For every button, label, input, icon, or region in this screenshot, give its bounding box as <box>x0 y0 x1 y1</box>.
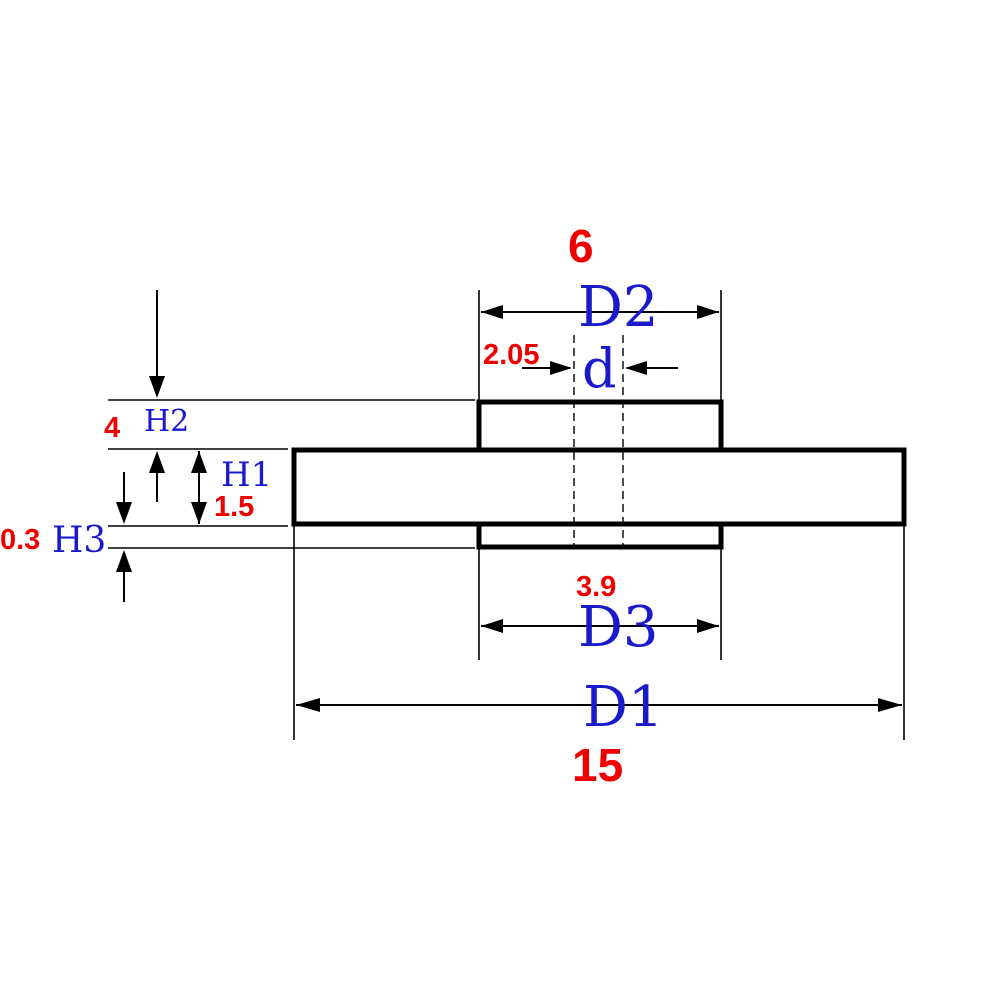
d3-value: 3.9 <box>576 571 616 603</box>
d-dimension-line <box>522 361 678 375</box>
boss-bottom-outline <box>476 521 724 550</box>
h1-label: H1 <box>221 455 272 495</box>
h3-dimension-arrows <box>116 472 132 602</box>
h1-value: 1.5 <box>214 491 254 523</box>
h2-flange-arrow <box>149 451 165 502</box>
flange-outline <box>291 447 907 527</box>
d2-label: D2 <box>578 275 659 340</box>
d3-label: D3 <box>578 595 659 660</box>
d3-dimension-line <box>481 619 719 633</box>
h3-label: H3 <box>52 520 106 561</box>
h3-value: 0.3 <box>0 524 40 556</box>
d2-value: 6 <box>568 220 594 272</box>
h1-dimension-line <box>191 451 207 524</box>
h2-dimension-arrow <box>149 290 165 398</box>
d1-value: 15 <box>572 739 623 791</box>
h2-label: H2 <box>144 404 189 439</box>
d-value: 2.05 <box>483 339 539 371</box>
d2-dimension-line <box>481 305 719 319</box>
d1-dimension-line <box>296 698 902 712</box>
boss-top-outline <box>476 399 724 453</box>
h2-value: 4 <box>104 412 120 444</box>
d-label: d <box>582 337 617 400</box>
d1-label: D1 <box>583 675 664 740</box>
